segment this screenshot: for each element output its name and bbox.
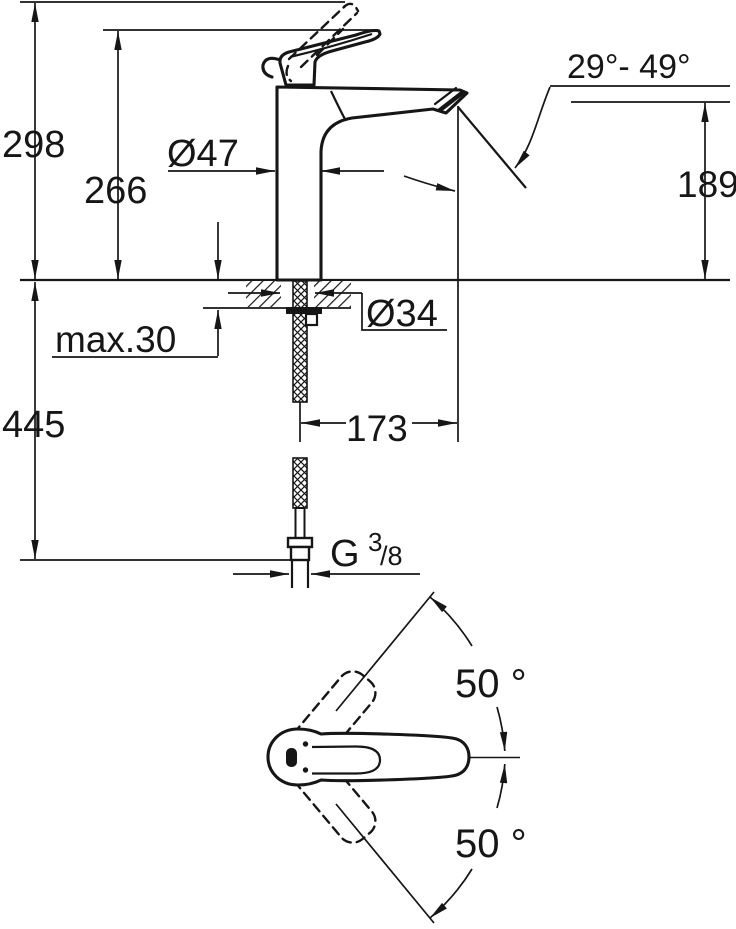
handle-outline-top-view	[266, 727, 471, 787]
swivel-limit-line-lower	[335, 803, 435, 924]
annotation-thread-size: G 3 /8	[233, 527, 420, 578]
dimension-hose-length: 445	[2, 282, 65, 559]
swivel-arc-lower-a	[496, 763, 508, 809]
dimension-label-d47: Ø47	[167, 133, 239, 175]
handle-dot-bottom	[302, 767, 309, 773]
aerator	[437, 90, 465, 113]
angle-arc-arrow-large	[514, 86, 551, 169]
dimension-label-max30: max.30	[55, 319, 176, 360]
deck-hatch-right	[314, 281, 351, 307]
dimension-hole-diameter: Ø34	[228, 289, 447, 335]
handle-inner-contour	[311, 745, 382, 775]
water-stream-line	[457, 106, 527, 189]
dimension-label-445: 445	[2, 404, 65, 446]
annotation-spout-angle: 29°- 49°	[403, 48, 691, 192]
deck-hatch-left	[246, 281, 281, 307]
dimension-height-to-handle: 266	[84, 31, 147, 279]
flexible-hose	[286, 457, 314, 588]
handle-top-view: 50 ° 50 °	[266, 591, 527, 924]
dimension-height-overall: 298	[2, 3, 65, 279]
dimension-spout-height: 189	[677, 103, 736, 279]
hose-connector-pipe	[290, 560, 310, 588]
faucet-body-outline	[275, 85, 469, 282]
swivel-arc-upper-b	[496, 706, 508, 752]
mounting-washer	[286, 307, 322, 314]
hose-fitting-nut	[286, 536, 314, 549]
angle-range-label: 29°- 49°	[567, 48, 691, 86]
raised-handle-inner-edge	[315, 27, 345, 57]
hose-tube	[294, 507, 306, 539]
thread-label-numerator: 3	[368, 527, 382, 557]
swivel-arc-lower-b	[429, 868, 473, 919]
swivel-arc-upper-a	[429, 596, 473, 647]
angle-arc-arrow-small	[403, 175, 456, 192]
dimension-label-173: 173	[346, 408, 408, 449]
dimension-label-189: 189	[677, 164, 736, 205]
dimension-label-298: 298	[2, 124, 65, 166]
handle-logo-mark	[286, 748, 297, 767]
swivel-limit-line-upper	[335, 591, 435, 712]
spout-neck-curve	[330, 90, 347, 122]
leader-line	[361, 293, 447, 331]
lever-handle-closed	[278, 28, 382, 87]
faucet-front-view	[261, 2, 469, 282]
mounting-nut	[304, 312, 319, 327]
raised-handle-upper-edge	[287, 4, 347, 61]
dimension-label-d34: Ø34	[366, 293, 438, 335]
counter-cross-section	[246, 280, 351, 403]
raised-handle-lower-edge	[299, 11, 359, 69]
dimension-base-diameter: Ø47	[167, 133, 384, 175]
lever-handle-top-edge	[289, 32, 373, 59]
lever-pivot-cap	[261, 56, 282, 79]
threaded-shank-and-hose	[292, 280, 308, 403]
dimension-max-deck-thickness: max.30	[52, 222, 222, 360]
thread-label-g: G	[330, 533, 360, 575]
handle-dot-top	[302, 741, 309, 747]
hose-fitting-body	[289, 545, 311, 562]
hose-braid-lower	[292, 457, 308, 509]
reference-lines	[20, 1, 730, 561]
lever-handle-raised-dashed	[285, 2, 360, 83]
swivel-angle-label-lower: 50 °	[455, 822, 527, 866]
raised-handle-tip	[342, 2, 360, 13]
raised-handle-pivot-arc	[285, 64, 293, 83]
swivel-angle-label-upper: 50 °	[455, 662, 527, 706]
dimension-spout-reach: 173	[301, 408, 457, 449]
dimension-label-266: 266	[84, 170, 147, 212]
aerator-edge	[433, 86, 458, 106]
thread-label-denominator: /8	[380, 541, 403, 571]
